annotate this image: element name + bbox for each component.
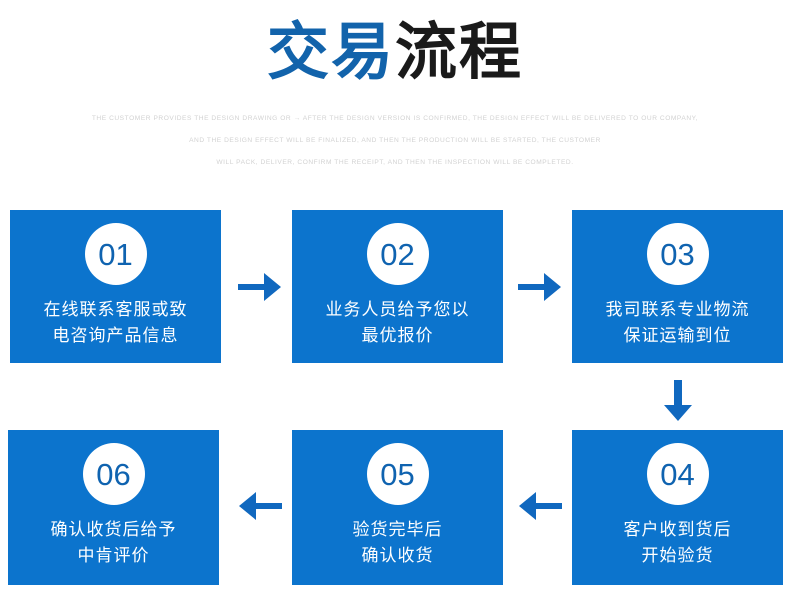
step-card-03: 03 我司联系专业物流 保证运输到位 <box>572 210 783 363</box>
step-badge-02: 02 <box>366 223 429 285</box>
step-description-02-line-2: 最优报价 <box>361 326 434 346</box>
step-description-06-line-1: 确认收货后给予 <box>50 520 177 540</box>
arrow-left-icon-step4-step5 <box>519 492 562 520</box>
step-description-04: 客户收到货后 开始验货 <box>624 517 732 569</box>
step-description-01: 在线联系客服或致 电咨询产品信息 <box>44 297 188 349</box>
step-number-02: 02 <box>380 236 415 272</box>
step-description-01-line-2: 电咨询产品信息 <box>52 326 179 346</box>
step-description-05: 验货完毕后 确认收货 <box>353 517 443 569</box>
step-description-06: 确认收货后给予 中肯评价 <box>51 517 177 569</box>
step-description-03-line-1: 我司联系专业物流 <box>605 300 750 320</box>
arrow-left-icon-step5-step6 <box>239 492 282 520</box>
header-section: 交易流程 THE CUSTOMER PROVIDES THE DESIGN DR… <box>0 0 790 200</box>
step-description-05-line-1: 验货完毕后 <box>352 520 443 540</box>
page-title: 交易流程 <box>0 14 790 90</box>
step-description-05-line-2: 确认收货 <box>361 546 434 566</box>
step-number-05: 05 <box>380 456 415 492</box>
step-badge-04: 04 <box>646 443 709 505</box>
step-description-01-line-1: 在线联系客服或致 <box>43 300 188 320</box>
step-description-03: 我司联系专业物流 保证运输到位 <box>606 297 750 349</box>
step-number-03: 03 <box>660 236 695 272</box>
step-badge-06: 06 <box>82 443 145 505</box>
step-description-04-line-1: 客户收到货后 <box>623 520 732 540</box>
step-badge-01: 01 <box>84 223 147 285</box>
subtitle-line-2: AND THE DESIGN EFFECT WILL BE FINALIZED,… <box>189 137 601 144</box>
step-description-06-line-2: 中肯评价 <box>77 546 150 566</box>
arrow-right-icon-step2-step3 <box>518 273 561 301</box>
page-title-primary: 交易 <box>266 15 395 88</box>
step-description-02-line-1: 业务人员给予您以 <box>325 300 470 320</box>
step-badge-05: 05 <box>366 443 429 505</box>
arrow-down-icon-step3-step4 <box>664 380 692 421</box>
subtitle-line-1: THE CUSTOMER PROVIDES THE DESIGN DRAWING… <box>91 115 699 122</box>
step-number-04: 04 <box>660 456 695 492</box>
step-card-05: 05 验货完毕后 确认收货 <box>292 430 503 585</box>
page-title-secondary: 流程 <box>395 15 524 88</box>
step-description-02: 业务人员给予您以 最优报价 <box>326 297 470 349</box>
step-number-01: 01 <box>98 236 133 272</box>
subtitle-line-3: WILL PACK, DELIVER, CONFIRM THE RECEIPT,… <box>216 159 574 166</box>
step-description-03-line-2: 保证运输到位 <box>623 326 732 346</box>
step-number-06: 06 <box>96 456 131 492</box>
step-card-02: 02 业务人员给予您以 最优报价 <box>292 210 503 363</box>
step-description-04-line-2: 开始验货 <box>641 546 714 566</box>
step-badge-03: 03 <box>646 223 709 285</box>
step-card-01: 01 在线联系客服或致 电咨询产品信息 <box>10 210 221 363</box>
step-card-06: 06 确认收货后给予 中肯评价 <box>8 430 219 585</box>
arrow-right-icon-step1-step2 <box>238 273 281 301</box>
step-card-04: 04 客户收到货后 开始验货 <box>572 430 783 585</box>
